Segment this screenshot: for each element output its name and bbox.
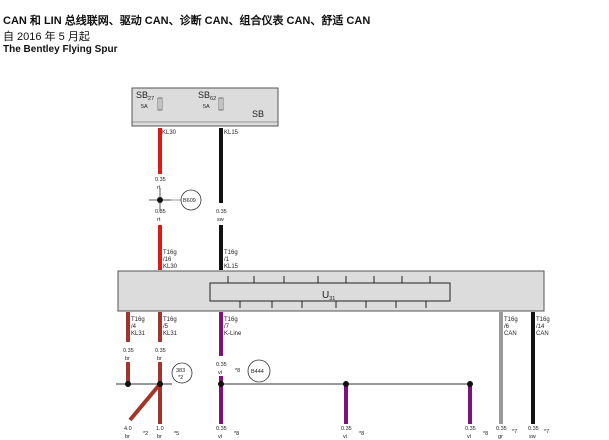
- splice-dot: [125, 381, 131, 387]
- fuse-box-body: [131, 87, 279, 127]
- splice-dot: [343, 381, 349, 387]
- fuse1-icon: [157, 97, 163, 111]
- connector-b444: B444: [247, 359, 271, 383]
- splice-dot: [218, 381, 224, 387]
- ecu-body: [117, 270, 545, 312]
- pin-label: /4: [131, 324, 137, 330]
- color-label: br: [125, 356, 130, 362]
- note-mark: *8: [235, 368, 240, 374]
- conn-label: T16g: [224, 250, 238, 256]
- splice-dot: [157, 381, 163, 387]
- gauge-label: 0.35: [155, 177, 166, 183]
- fuse2-label: SB62: [198, 90, 216, 102]
- conn-label: T16g: [504, 317, 518, 323]
- color-label: rt: [157, 217, 161, 223]
- wire-violet-kline: [218, 312, 473, 424]
- wire-brown-pin5: [128, 312, 162, 424]
- splice-dot: [157, 197, 163, 203]
- conn-label: T16g: [536, 317, 550, 323]
- pin-label: /16: [163, 257, 172, 263]
- gauge-label: 0.35: [216, 426, 227, 432]
- gauge-label: 0.35: [216, 209, 227, 215]
- diagram-title: CAN 和 LIN 总线联网、驱动 CAN、诊断 CAN、组合仪表 CAN、舒适…: [3, 15, 371, 27]
- gauge-label: 0.35: [341, 426, 352, 432]
- connector-383: 383 *2: [171, 362, 193, 384]
- color-label: br: [157, 356, 162, 362]
- label-kl30-lower: KL30: [163, 264, 178, 270]
- fuse1-rating: 5A: [141, 104, 148, 110]
- pin-label: /5: [163, 324, 169, 330]
- ecu-inner: [209, 282, 451, 302]
- color-label: br: [157, 434, 162, 440]
- label-kl31: KL31: [131, 331, 146, 337]
- conn-label: T16g: [163, 317, 177, 323]
- note-mark: *7: [512, 429, 517, 435]
- color-label: rt: [157, 185, 161, 191]
- color-label: vi: [218, 370, 222, 376]
- label-kline: K-Line: [224, 331, 242, 337]
- ecu-pin-ticks: [227, 276, 431, 308]
- splice-dot: [467, 381, 473, 387]
- color-label: sw: [217, 217, 224, 223]
- fuse1-label: SB27: [136, 90, 154, 102]
- gauge-label: 1.0: [156, 426, 164, 432]
- note-mark: *8: [483, 431, 488, 437]
- color-label: gr: [498, 434, 503, 440]
- ecu-u31: U31: [117, 270, 545, 312]
- svg-text:B444: B444: [251, 369, 264, 375]
- fuse2-rating: 5A: [203, 104, 210, 110]
- color-label: br: [125, 434, 130, 440]
- gauge-label: 0.35: [528, 426, 539, 432]
- svg-text:B609: B609: [183, 198, 196, 204]
- label-kl15: KL15: [224, 130, 239, 136]
- label-kl31: KL31: [163, 331, 178, 337]
- note-mark: *2: [143, 431, 148, 437]
- gauge-label: 0.35: [496, 426, 507, 432]
- label-can: CAN: [536, 331, 549, 337]
- color-label: vi: [218, 434, 222, 440]
- conn-label: T16g: [163, 250, 177, 256]
- fuse2-icon: [218, 97, 224, 111]
- diagram-date: 自 2016 年 5 月起: [3, 31, 90, 43]
- gauge-label: 0.35: [123, 348, 134, 354]
- note-mark: *8: [234, 431, 239, 437]
- svg-text:383: 383: [176, 368, 185, 374]
- gauge-label: 4.0: [124, 426, 132, 432]
- pin-label: /14: [536, 324, 545, 330]
- label-kl30: KL30: [162, 130, 177, 136]
- fuse-box: SB27 5A SB62 5A SB: [131, 87, 279, 127]
- color-label: vi: [343, 434, 347, 440]
- wire-red-kl30: [149, 128, 181, 270]
- pin-label: /1: [224, 257, 230, 263]
- color-label: sw: [529, 434, 536, 440]
- label-kl15-lower: KL15: [224, 264, 239, 270]
- note-mark: *7: [544, 429, 549, 435]
- ecu-label: U31: [322, 290, 335, 302]
- note-mark: *8: [359, 431, 364, 437]
- gauge-label: 0.35: [216, 362, 227, 368]
- fuse-box-label: SB: [252, 109, 264, 119]
- pin-label: /6: [504, 324, 510, 330]
- connector-b609: B609: [180, 189, 202, 211]
- gauge-label: 0.35: [155, 209, 166, 215]
- color-label: vi: [467, 434, 471, 440]
- diagram-model: The Bentley Flying Spur: [3, 44, 118, 55]
- label-can: CAN: [504, 331, 517, 337]
- gauge-label: 0.35: [155, 348, 166, 354]
- svg-text:*2: *2: [178, 375, 183, 381]
- gauge-label: 0.35: [465, 426, 476, 432]
- conn-label: T16g: [224, 317, 238, 323]
- note-mark: *5: [174, 431, 179, 437]
- conn-label: T16g: [131, 317, 145, 323]
- pin-label: /7: [224, 324, 230, 330]
